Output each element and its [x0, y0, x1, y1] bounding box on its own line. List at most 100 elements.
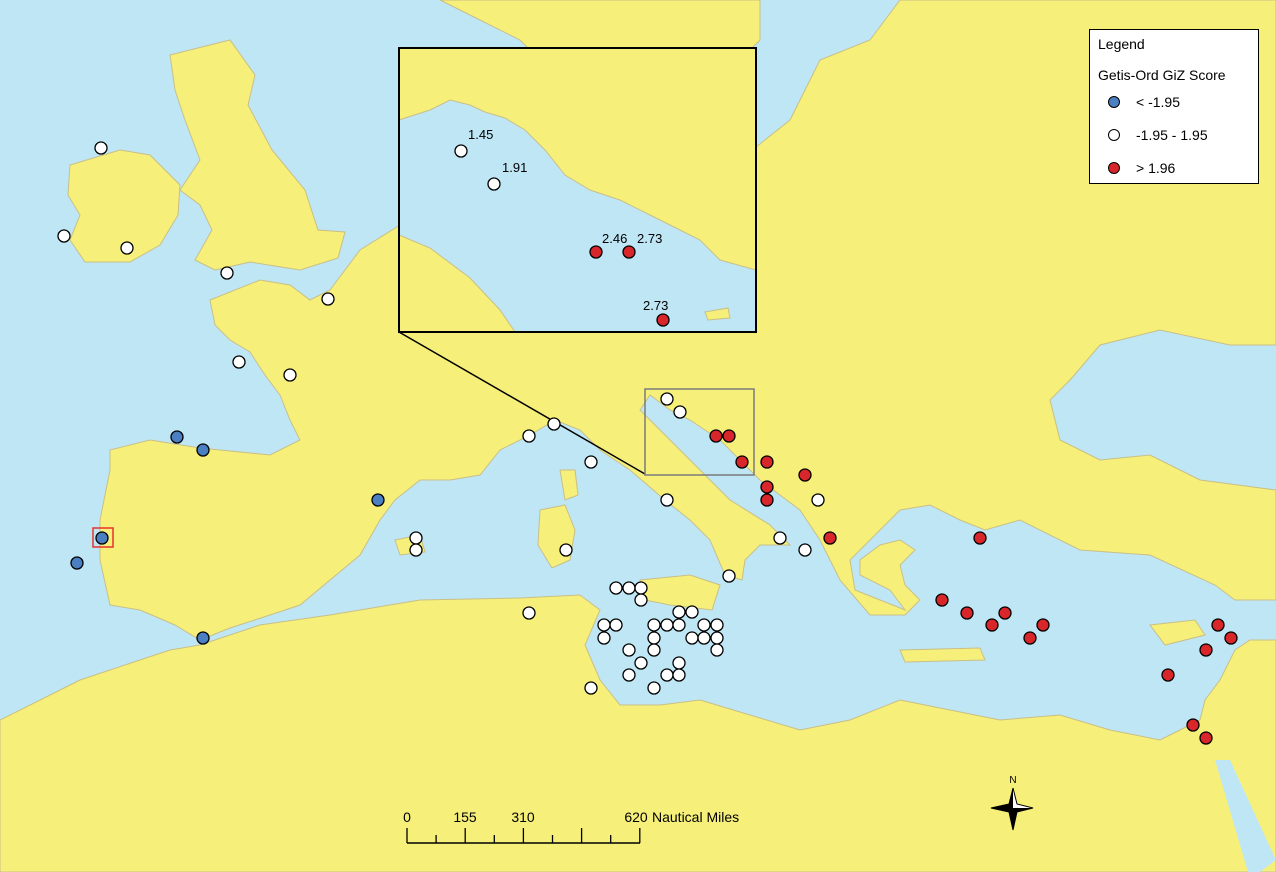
- point-neutral: [634, 593, 648, 607]
- point-high: [722, 429, 736, 443]
- legend-title: Legend: [1098, 36, 1145, 52]
- scale-label-310: 310: [511, 809, 535, 825]
- scale-label-620: 620: [624, 809, 648, 825]
- land-cyprus: [1149, 619, 1206, 646]
- north-arrow-light-quadrants: [1013, 808, 1033, 830]
- point-neutral: [660, 392, 674, 406]
- point-neutral: [634, 656, 648, 670]
- focus-frame: [644, 388, 755, 476]
- points: [57, 141, 1238, 745]
- legend-swatch-neutral: [1108, 129, 1120, 141]
- point-neutral: [673, 405, 687, 419]
- point-neutral: [660, 618, 674, 632]
- inset-leader-line: [398, 331, 646, 475]
- inset-label-4: 2.73: [637, 231, 662, 246]
- point-neutral: [409, 531, 423, 545]
- legend-label-neutral: -1.95 - 1.95: [1136, 127, 1208, 143]
- point-neutral: [672, 618, 686, 632]
- point-neutral: [710, 643, 724, 657]
- legend-swatch-high: [1108, 162, 1120, 174]
- point-neutral: [584, 681, 598, 695]
- point-neutral: [547, 417, 561, 431]
- point-high: [960, 606, 974, 620]
- point-neutral: [672, 605, 686, 619]
- legend: Legend Getis-Ord GiZ Score < -1.95 -1.95…: [1089, 29, 1259, 184]
- point-neutral: [584, 455, 598, 469]
- scale-label-0: 0: [403, 809, 411, 825]
- point-neutral: [622, 581, 636, 595]
- land-ireland: [67, 149, 181, 263]
- point-neutral: [454, 144, 468, 158]
- point-neutral: [94, 141, 108, 155]
- point-low: [95, 531, 109, 545]
- point-neutral: [710, 618, 724, 632]
- legend-swatch-low: [1108, 96, 1120, 108]
- point-high: [760, 493, 774, 507]
- point-neutral: [522, 429, 536, 443]
- point-high: [1186, 718, 1200, 732]
- point-neutral: [559, 543, 573, 557]
- scale-bar: 0 155 310 620 Nautical Miles: [403, 809, 739, 844]
- point-neutral: [609, 581, 623, 595]
- point-high: [1199, 643, 1213, 657]
- legend-label-high: > 1.96: [1136, 160, 1176, 176]
- point-high: [935, 593, 949, 607]
- point-neutral: [622, 643, 636, 657]
- point-high: [1036, 618, 1050, 632]
- point-neutral: [685, 631, 699, 645]
- point-neutral: [697, 618, 711, 632]
- inset-land-balkans: [398, 47, 757, 271]
- point-high: [798, 468, 812, 482]
- point-high: [1161, 668, 1175, 682]
- point-neutral: [798, 543, 812, 557]
- point-high: [622, 245, 636, 259]
- north-arrow-dark-half: [991, 788, 1013, 830]
- point-neutral: [722, 569, 736, 583]
- point-high: [656, 313, 670, 327]
- point-neutral: [811, 493, 825, 507]
- point-neutral: [647, 618, 661, 632]
- point-high: [709, 429, 723, 443]
- sea-red-sea: [1215, 760, 1276, 872]
- land-corsica: [559, 469, 579, 501]
- point-neutral: [672, 668, 686, 682]
- point-high: [985, 618, 999, 632]
- inset-land-island: [704, 307, 731, 321]
- legend-subtitle: Getis-Ord GiZ Score: [1098, 67, 1226, 83]
- point-neutral: [697, 631, 711, 645]
- point-neutral: [647, 643, 661, 657]
- point-neutral: [321, 292, 335, 306]
- point-high: [1199, 731, 1213, 745]
- point-low: [170, 430, 184, 444]
- point-high: [589, 245, 603, 259]
- point-low: [196, 443, 210, 457]
- point-neutral: [522, 606, 536, 620]
- point-neutral: [609, 618, 623, 632]
- point-neutral: [120, 241, 134, 255]
- legend-label-low: < -1.95: [1136, 94, 1180, 110]
- point-neutral: [634, 581, 648, 595]
- inset-label-2: 1.91: [502, 160, 527, 175]
- point-high: [998, 606, 1012, 620]
- inset-label-1: 1.45: [468, 127, 493, 142]
- point-neutral: [647, 631, 661, 645]
- highlight-box: [92, 527, 114, 548]
- point-neutral: [660, 668, 674, 682]
- point-neutral: [647, 681, 661, 695]
- point-neutral: [710, 631, 724, 645]
- north-arrow: N: [990, 775, 1034, 831]
- point-neutral: [597, 618, 611, 632]
- point-low: [371, 493, 385, 507]
- point-neutral: [672, 656, 686, 670]
- point-high: [1224, 631, 1238, 645]
- point-high: [1023, 631, 1037, 645]
- scale-bar-ticks: [406, 828, 641, 843]
- point-low: [70, 556, 84, 570]
- point-high: [973, 531, 987, 545]
- point-neutral: [597, 631, 611, 645]
- inset-frame: [398, 47, 757, 333]
- land-north-africa: [0, 594, 1276, 872]
- scale-unit-label: Nautical Miles: [652, 809, 739, 825]
- point-neutral: [487, 177, 501, 191]
